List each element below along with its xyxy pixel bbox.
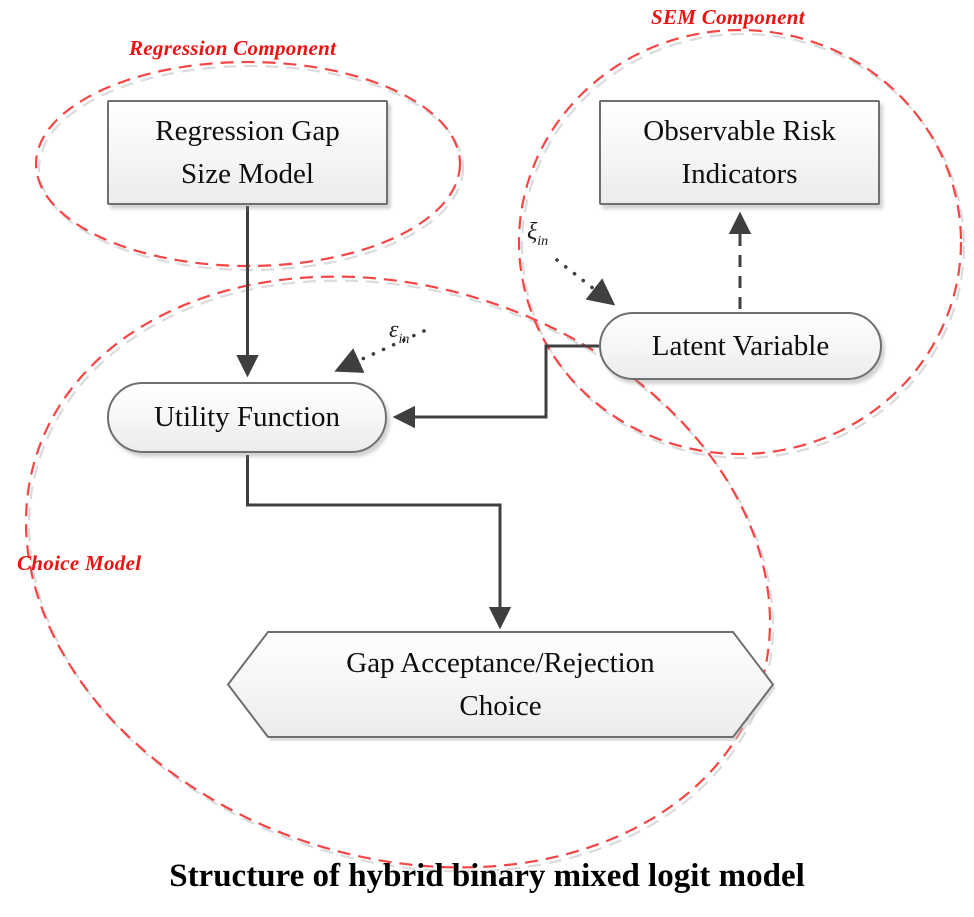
gap-choice-hexagon <box>226 631 775 738</box>
sem-group-ellipse <box>517 28 963 456</box>
edge-epsilon-to-utility-dotted <box>334 329 426 373</box>
sem-component-label: SEM Component <box>651 5 805 29</box>
node-regression-line1: Regression Gap <box>155 115 340 148</box>
node-gap-acceptance-rejection-choice: Gap Acceptance/Rejection Choice <box>268 632 733 737</box>
epsilon-symbol: ε <box>389 317 399 343</box>
node-observable-line2: Indicators <box>681 157 798 190</box>
figure-caption: Structure of hybrid binary mixed logit m… <box>169 858 805 894</box>
edge-latent-to-utility <box>392 344 599 429</box>
node-latent-variable: Latent Variable <box>599 312 882 380</box>
epsilon-subscript: in <box>398 331 410 347</box>
regression-group-ellipse-shadow <box>37 64 465 272</box>
node-regression-line2: Size Model <box>181 157 314 190</box>
xi-symbol: ξ <box>527 219 538 245</box>
node-observable-line1: Observable Risk <box>643 115 836 148</box>
epsilon-error-term: εin <box>389 317 409 348</box>
sem-group-ellipse-shadow <box>520 32 966 460</box>
edge-xi-to-latent-dotted <box>555 258 616 306</box>
regression-component-label: Regression Component <box>129 36 337 60</box>
node-utility-function-label: Utility Function <box>153 401 341 434</box>
node-observable-risk-indicators: Observable Risk Indicators <box>599 100 880 205</box>
node-latent-variable-label: Latent Variable <box>651 329 830 362</box>
node-gap-choice-line1: Gap Acceptance/Rejection <box>346 647 655 680</box>
choice-model-label: Choice Model <box>17 551 142 575</box>
node-utility-function: Utility Function <box>107 382 387 453</box>
xi-subscript: in <box>537 233 549 249</box>
node-gap-choice-line2: Choice <box>459 689 542 722</box>
node-regression-gap-size-model: Regression Gap Size Model <box>107 100 388 205</box>
xi-error-term: ξin <box>527 219 548 250</box>
edge-utility-to-choice <box>246 455 512 630</box>
